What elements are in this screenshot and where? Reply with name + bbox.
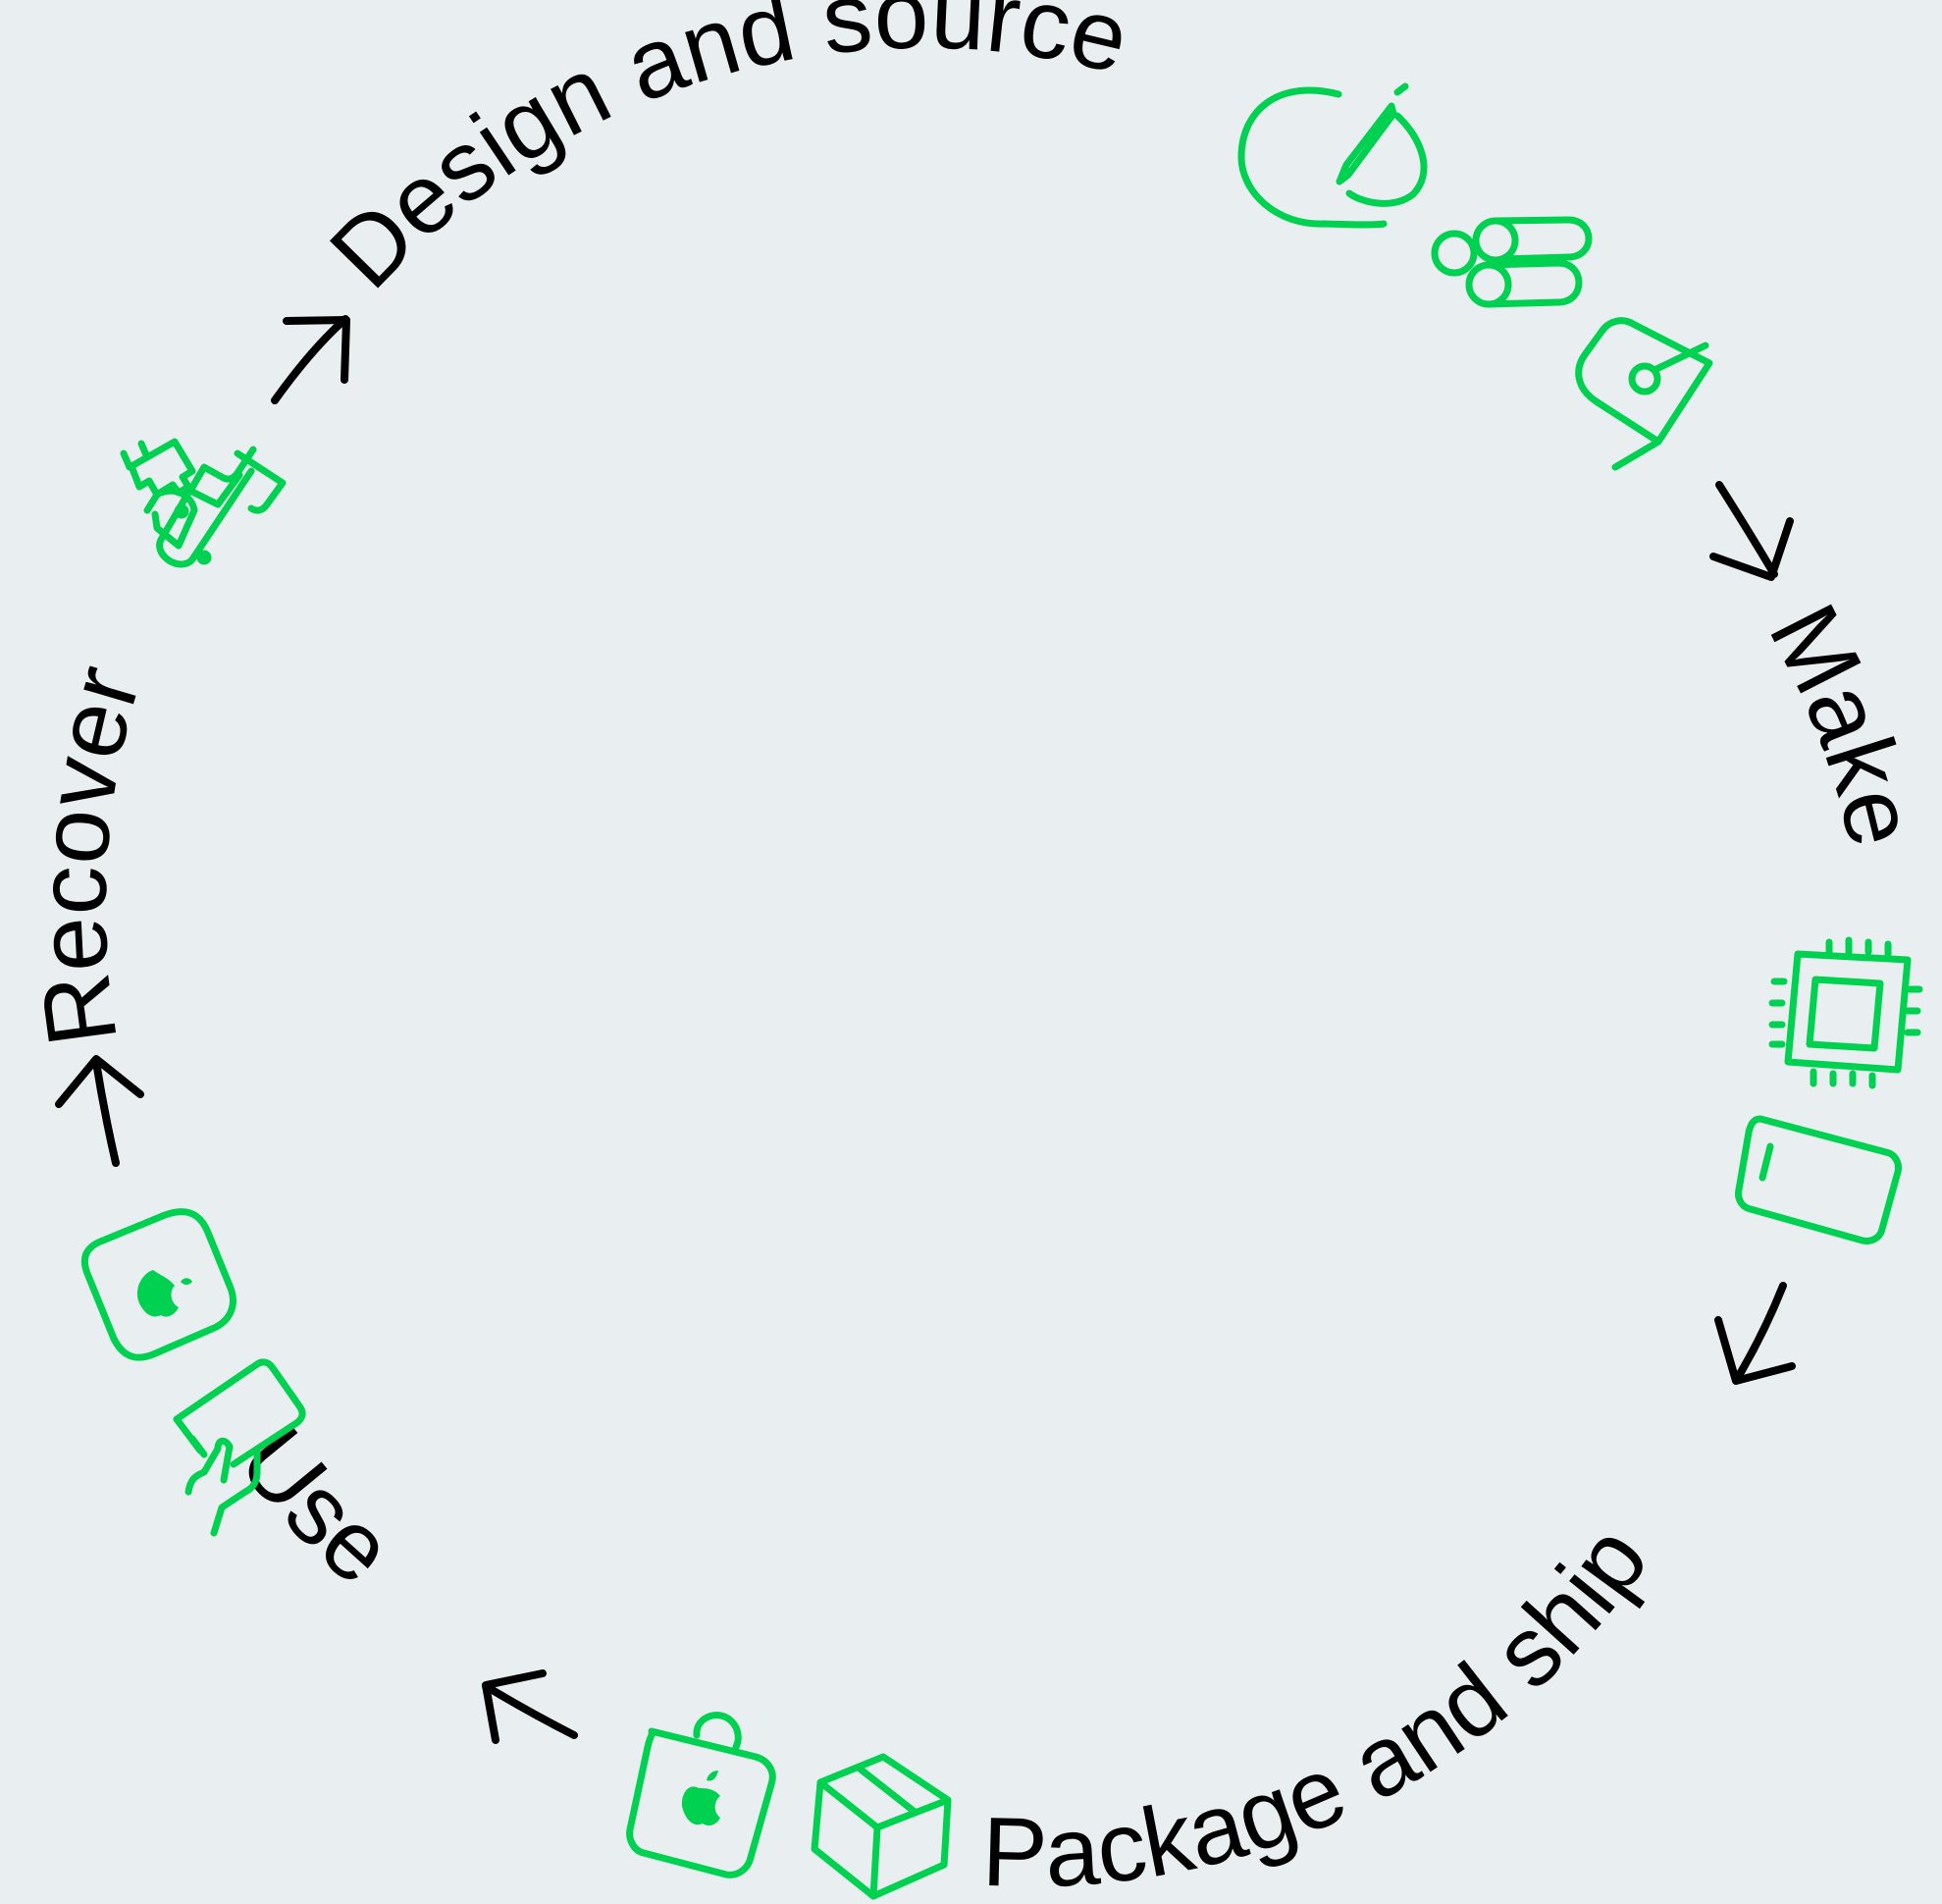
arrow-package-to-use bbox=[482, 1669, 578, 1744]
processor-chip-icon bbox=[1768, 936, 1923, 1089]
apple-logo-shape bbox=[681, 1771, 720, 1825]
stage-label-design: Design and source bbox=[309, 0, 1138, 309]
device-panel-icon bbox=[1735, 1115, 1902, 1244]
pencil-sketch-icon bbox=[1237, 82, 1428, 229]
apple-logo-shape bbox=[136, 1270, 192, 1317]
stage-label-package: Package and ship bbox=[980, 1506, 1668, 1904]
raw-materials-icon bbox=[1431, 216, 1593, 308]
apple-shopping-bag-icon bbox=[626, 1712, 776, 1878]
stage-label-use-text: Use bbox=[218, 1406, 413, 1605]
stage-label-recover: Recover bbox=[17, 654, 161, 1052]
mineral-sample-icon bbox=[1575, 317, 1713, 471]
stage-label-use: Use bbox=[218, 1406, 413, 1605]
shipping-box-icon bbox=[811, 1753, 952, 1900]
arrow-use-to-recover bbox=[55, 1055, 144, 1167]
stage-label-make: Make bbox=[1748, 588, 1937, 857]
arrow-recover-to-design bbox=[271, 315, 350, 404]
stage-label-design-text: Design and source bbox=[309, 0, 1138, 309]
hand-holding-device-icon bbox=[173, 1358, 306, 1537]
stage-label-make-text: Make bbox=[1748, 588, 1937, 857]
apple-device-icon bbox=[80, 1208, 236, 1361]
arrow-make-to-package bbox=[1714, 1282, 1796, 1385]
arrow-design-to-make bbox=[1709, 481, 1794, 581]
disassembly-tools-icon bbox=[120, 438, 287, 568]
stage-label-recover-text: Recover bbox=[17, 654, 161, 1052]
stage-label-package-text: Package and ship bbox=[980, 1506, 1668, 1904]
